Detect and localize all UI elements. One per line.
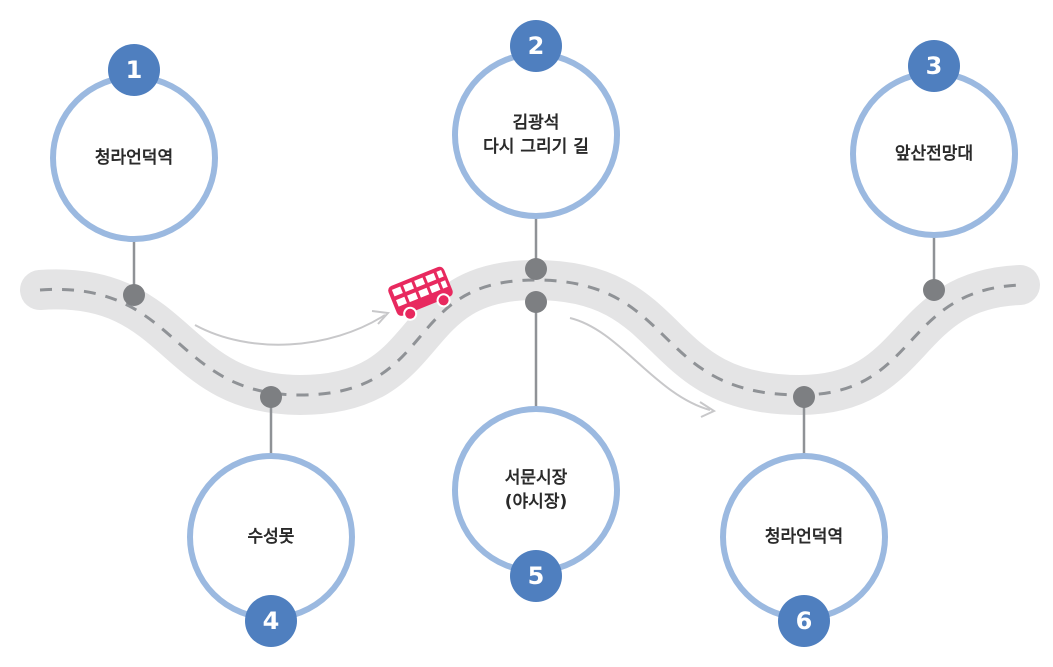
road [20, 259, 1040, 416]
stop-label-4: 수성못 [247, 527, 295, 547]
direction-arrow-1 [194, 310, 391, 346]
road-node-5 [525, 291, 547, 313]
badge-circle-4 [245, 595, 297, 647]
stop-number-4: 4 [262, 607, 280, 635]
road-node-2 [525, 258, 547, 280]
stop-number-6: 6 [795, 607, 813, 635]
stop-label-3: 앞산전망대 [894, 144, 974, 164]
badge-circle-3 [908, 40, 960, 92]
stop-number-2: 2 [527, 32, 545, 60]
road-node-1 [123, 284, 145, 306]
stop-number-5: 5 [527, 562, 545, 590]
badge-circle-1 [108, 44, 160, 96]
road-node-4 [260, 386, 282, 408]
stop-label-5: 서문시장 (야시장) [504, 468, 568, 512]
double-decker-bus-icon [388, 266, 453, 321]
stop-label-1: 청라언덕역 [94, 148, 174, 168]
direction-arrow-2 [569, 317, 717, 418]
badge-circle-5 [510, 550, 562, 602]
stop-number-3: 3 [925, 52, 943, 80]
stop-label-6: 청라언덕역 [764, 527, 844, 547]
stop-number-1: 1 [125, 56, 143, 84]
badge-circle-6 [778, 595, 830, 647]
badge-circle-2 [510, 20, 562, 72]
road-node-6 [793, 386, 815, 408]
road-node-3 [923, 279, 945, 301]
stop-label-2: 김광석 다시 그리기 길 [483, 113, 589, 157]
